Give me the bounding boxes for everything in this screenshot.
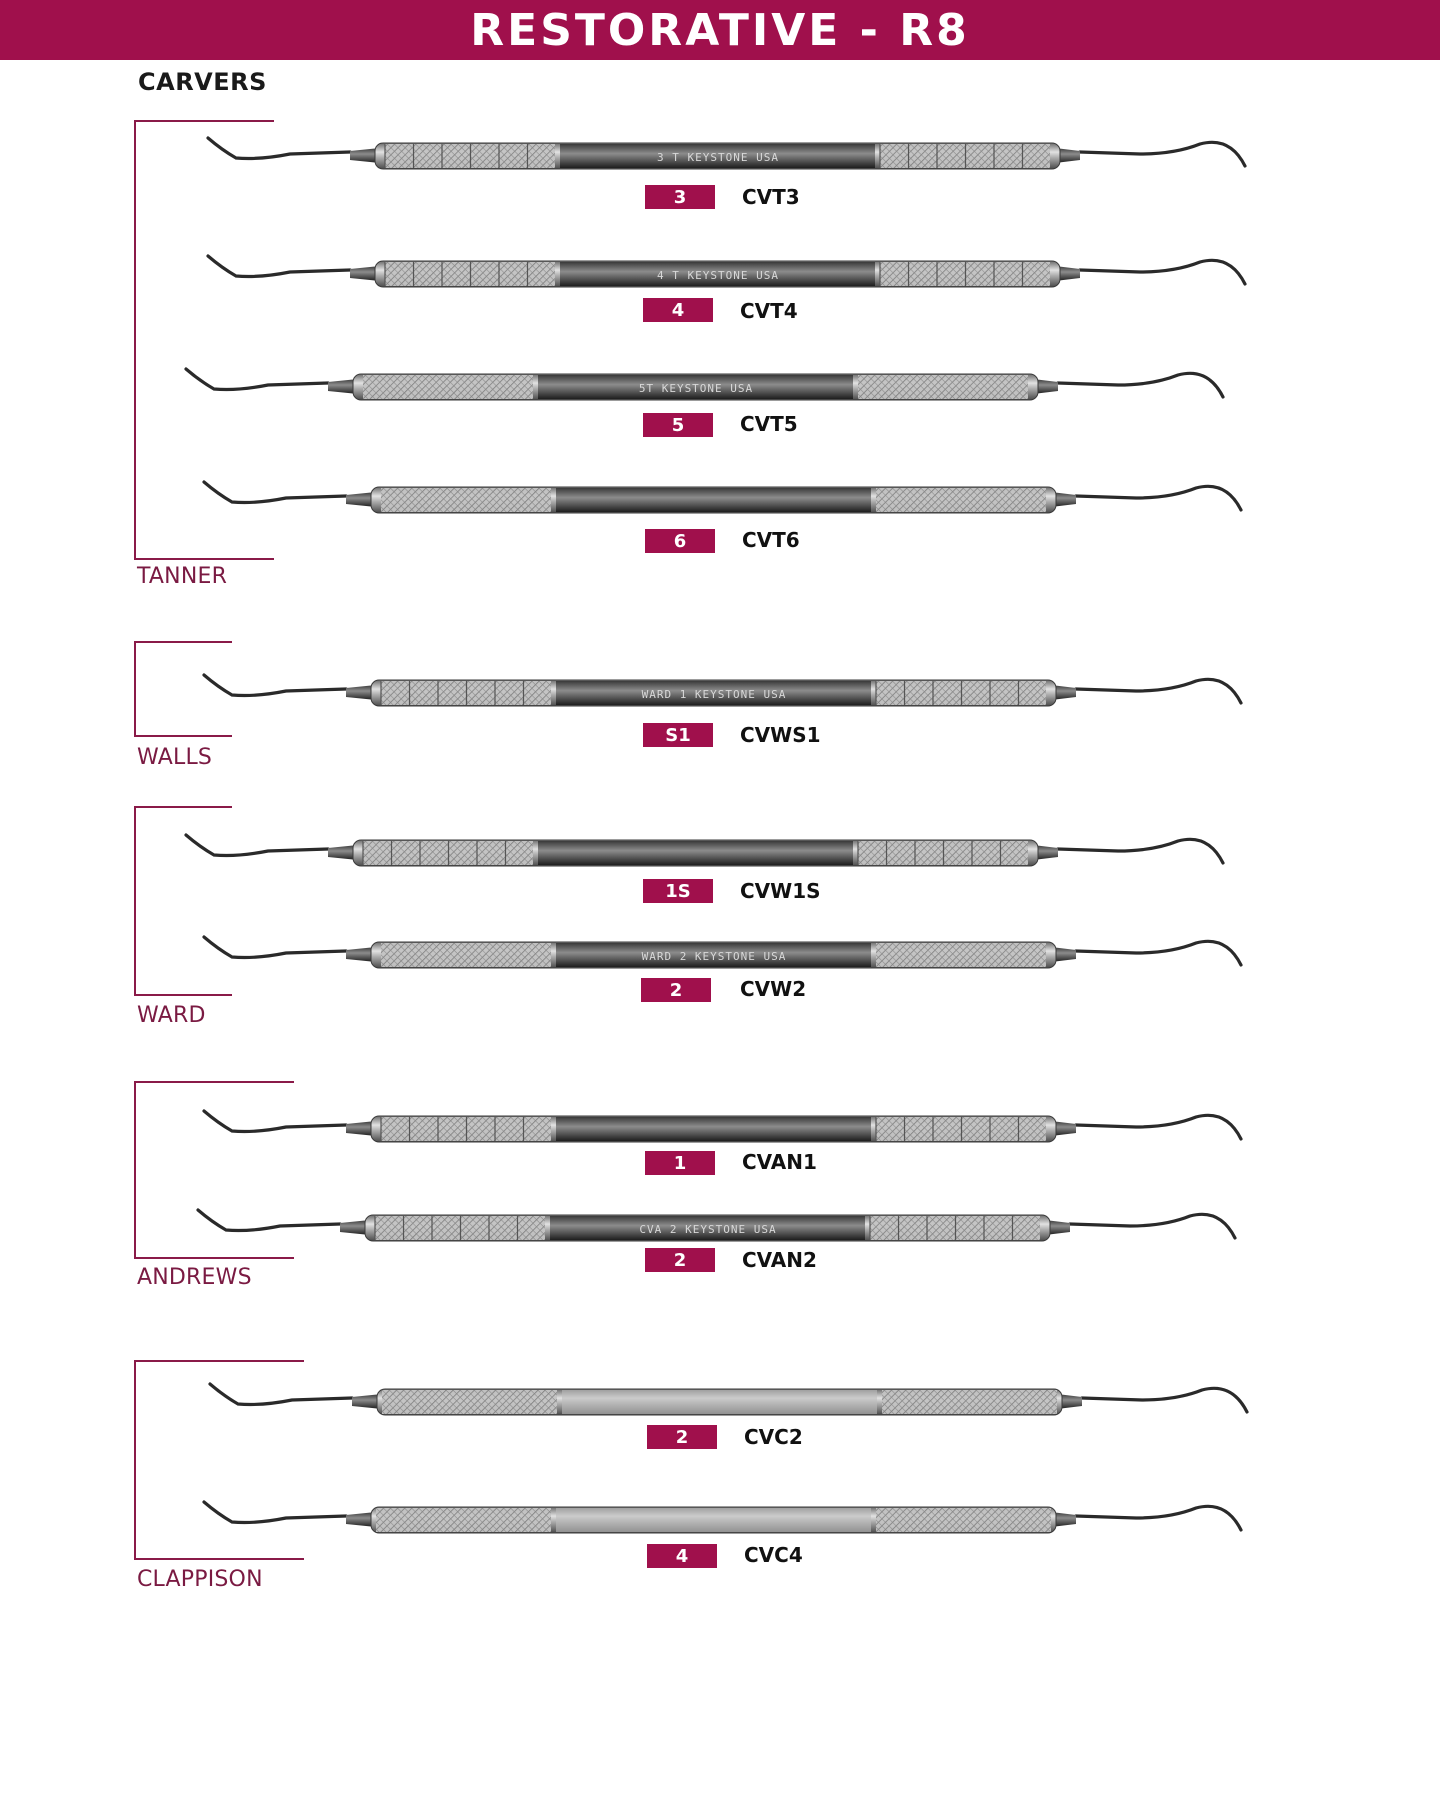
section-title: CARVERS xyxy=(138,68,267,96)
handle-engraving: 5T KEYSTONE USA xyxy=(639,382,753,395)
instrument-body xyxy=(202,1109,1243,1143)
group-bracket-walls xyxy=(134,641,232,737)
group-label-walls: WALLS xyxy=(137,745,213,770)
item-code: CVT3 xyxy=(742,185,800,209)
item-number-badge: S1 xyxy=(643,723,713,747)
item-number-badge: 2 xyxy=(641,978,711,1002)
instrument-body xyxy=(208,1382,1249,1416)
instrument-cvt4: 4 T KEYSTONE USA xyxy=(200,244,1270,304)
instrument-cvw1s xyxy=(178,823,1248,883)
item-number-badge: 4 xyxy=(647,1544,717,1568)
page-title: RESTORATIVE - R8 xyxy=(470,4,970,56)
instrument-cvws1: WARD 1 KEYSTONE USA xyxy=(196,663,1266,723)
instrument-cvt5: 5T KEYSTONE USA xyxy=(178,357,1248,417)
handle-engraving: CVA 2 KEYSTONE USA xyxy=(639,1223,776,1236)
group-bracket-clappison xyxy=(134,1360,304,1560)
group-bracket-ward xyxy=(134,806,232,996)
group-bracket-tanner xyxy=(134,120,274,560)
instrument-body: 5T KEYSTONE USA xyxy=(184,367,1225,401)
item-number-badge: 1 xyxy=(645,1151,715,1175)
handle-engraving: 4 T KEYSTONE USA xyxy=(657,269,779,282)
item-code: CVC4 xyxy=(744,1543,803,1567)
instrument-body: 4 T KEYSTONE USA xyxy=(206,254,1247,288)
item-code: CVW1S xyxy=(740,879,821,903)
item-number-badge: 2 xyxy=(647,1425,717,1449)
instrument-cvw2: WARD 2 KEYSTONE USA xyxy=(196,925,1266,985)
group-label-ward: WARD xyxy=(137,1003,206,1028)
item-code: CVT6 xyxy=(742,528,800,552)
item-code: CVWS1 xyxy=(740,723,821,747)
instrument-cvan2: CVA 2 KEYSTONE USA xyxy=(190,1198,1260,1258)
item-code: CVC2 xyxy=(744,1425,803,1449)
instrument-body xyxy=(202,1500,1243,1534)
item-number-badge: 4 xyxy=(643,298,713,322)
item-code: CVW2 xyxy=(740,977,807,1001)
group-label-tanner: TANNER xyxy=(137,564,228,589)
instrument-body: WARD 2 KEYSTONE USA xyxy=(202,935,1243,969)
item-code: CVAN1 xyxy=(742,1150,817,1174)
instrument-cvc4 xyxy=(196,1490,1266,1550)
item-number-badge: 1S xyxy=(643,879,713,903)
group-label-clappison: CLAPPISON xyxy=(137,1567,263,1592)
instrument-cvt3: 3 T KEYSTONE USA xyxy=(200,126,1270,186)
handle-engraving: WARD 2 KEYSTONE USA xyxy=(642,950,787,963)
item-number-badge: 6 xyxy=(645,529,715,553)
item-number-badge: 3 xyxy=(645,185,715,209)
instrument-body xyxy=(202,480,1243,514)
instrument-cvt6 xyxy=(196,470,1266,530)
item-number-badge: 5 xyxy=(643,413,713,437)
instrument-cvan1 xyxy=(196,1099,1266,1159)
instrument-body: CVA 2 KEYSTONE USA xyxy=(196,1208,1237,1242)
instrument-body xyxy=(184,833,1225,867)
handle-engraving: WARD 1 KEYSTONE USA xyxy=(642,688,787,701)
instrument-cvc2 xyxy=(202,1372,1272,1432)
instrument-body: WARD 1 KEYSTONE USA xyxy=(202,673,1243,707)
group-label-andrews: ANDREWS xyxy=(137,1265,252,1290)
page-header: RESTORATIVE - R8 xyxy=(0,0,1440,60)
handle-engraving: 3 T KEYSTONE USA xyxy=(657,151,779,164)
instrument-body: 3 T KEYSTONE USA xyxy=(206,136,1247,170)
item-code: CVAN2 xyxy=(742,1248,817,1272)
item-number-badge: 2 xyxy=(645,1248,715,1272)
group-bracket-andrews xyxy=(134,1081,294,1259)
item-code: CVT4 xyxy=(740,299,798,323)
item-code: CVT5 xyxy=(740,412,798,436)
